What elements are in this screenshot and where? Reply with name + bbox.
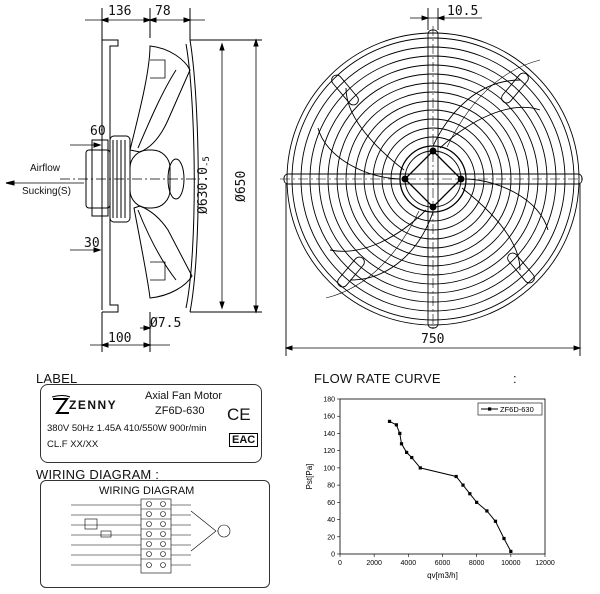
x-tick-label: 8000 — [469, 560, 485, 567]
eac-mark-icon: EAC — [229, 433, 259, 447]
class-line: CL.F XX/XX — [47, 439, 99, 450]
x-tick-label: 12000 — [535, 560, 555, 567]
data-point — [468, 492, 472, 496]
airflow-label: Airflow — [30, 163, 61, 174]
x-tick-label: 2000 — [366, 560, 382, 567]
model-name: ZF6D-630 — [155, 405, 205, 417]
y-tick-label: 180 — [323, 397, 335, 404]
spec-line: 380V 50Hz 1.45A 410/550W 900r/min — [47, 423, 207, 434]
x-tick-label: 10000 — [501, 560, 521, 567]
data-point — [405, 450, 409, 454]
data-point — [418, 466, 422, 470]
legend-marker — [488, 407, 492, 411]
product-label: ZENNY Axial Fan Motor ZF6D-630 CE 380V 5… — [40, 384, 262, 463]
dim-78: 78 — [155, 4, 171, 19]
data-point — [475, 500, 479, 504]
x-tick-label: 0 — [338, 560, 342, 567]
y-tick-label: 40 — [327, 517, 335, 524]
sucking-label: Sucking(S) — [22, 186, 71, 197]
x-tick-label: 6000 — [435, 560, 451, 567]
brand-name: ZENNY — [69, 398, 118, 412]
x-axis-label: qv[m3/h] — [427, 571, 458, 580]
front-view — [280, 8, 586, 356]
legend-label: ZF6D-630 — [500, 405, 534, 414]
flow-heading-colon: : — [513, 371, 517, 386]
data-point — [485, 509, 489, 513]
chart-legend: ZF6D-630 — [477, 402, 543, 416]
flow-heading: FLOW RATE CURVE — [314, 371, 441, 386]
brand-logo-icon — [51, 395, 71, 414]
y-axis-label: Pst[Pa] — [305, 464, 314, 490]
y-tick-label: 80 — [327, 483, 335, 490]
dim-30: 30 — [84, 236, 100, 251]
x-tick-label: 4000 — [401, 560, 417, 567]
legend-box — [477, 402, 543, 416]
data-point — [502, 536, 506, 541]
y-tick-label: 120 — [323, 448, 335, 455]
ce-mark-icon: CE — [227, 405, 251, 424]
data-point — [410, 455, 414, 460]
data-point — [387, 419, 392, 423]
dim-100: 100 — [108, 331, 132, 346]
y-tick-label: 100 — [323, 465, 335, 472]
y-tick-label: 160 — [323, 414, 335, 421]
data-point — [509, 549, 513, 554]
dim-750: 750 — [421, 332, 445, 347]
dim-60: 60 — [90, 124, 106, 139]
dim-10-5: 10.5 — [447, 4, 479, 19]
wiring-heading: WIRING DIAGRAM : — [36, 467, 160, 482]
wiring-inner-title: WIRING DIAGRAM — [99, 485, 195, 497]
dim-hole-7-5: Ø7.5 — [150, 316, 182, 331]
y-tick-label: 140 — [323, 431, 335, 438]
wiring-schematic — [71, 498, 231, 574]
chart-series — [387, 419, 513, 554]
chart-axes — [339, 398, 546, 555]
dim-136: 136 — [108, 4, 132, 19]
y-tick-label: 20 — [327, 534, 335, 541]
series-line — [389, 420, 512, 552]
y-tick-label: 0 — [331, 552, 335, 559]
data-point — [461, 483, 465, 487]
label-heading: LABEL — [36, 371, 78, 386]
y-tick-label: 60 — [327, 500, 335, 507]
side-view — [5, 8, 262, 352]
data-point — [394, 423, 398, 427]
product-name: Axial Fan Motor — [145, 390, 223, 402]
data-point — [398, 431, 402, 436]
wiring-diagram: WIRING DIAGRAM — [40, 480, 270, 588]
data-point — [454, 474, 458, 479]
plot-frame — [339, 398, 546, 555]
data-point — [493, 519, 498, 523]
data-point — [399, 442, 404, 446]
chart-ticks: 0 20 40 60 80 100 120 140 160 180 0 2000 4000 6000 800… — [305, 397, 555, 581]
